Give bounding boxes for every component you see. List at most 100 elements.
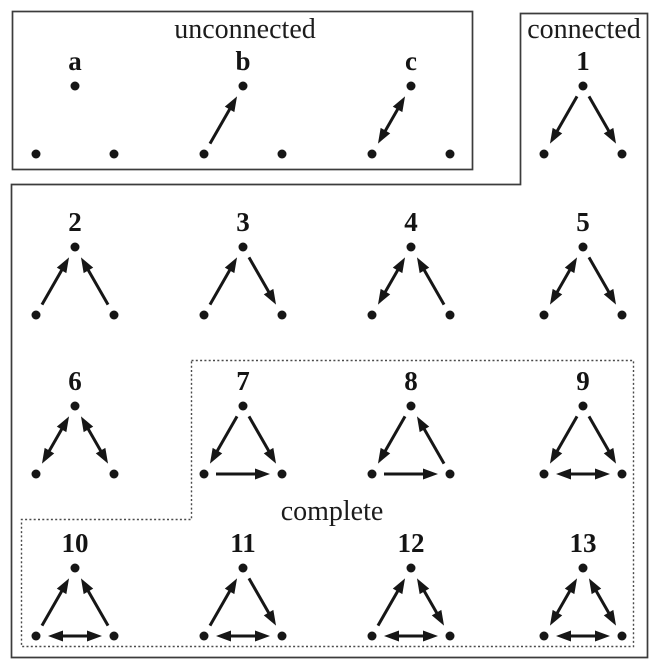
triad-label: a: [68, 46, 82, 76]
arrowhead: [392, 257, 406, 274]
arrowhead: [216, 630, 231, 642]
node-dot: [617, 469, 627, 479]
edge-arrow: [420, 424, 446, 465]
arrowhead: [87, 630, 102, 642]
arrowhead: [263, 447, 277, 464]
node-dot: [277, 469, 287, 479]
arrowhead: [549, 288, 563, 305]
triad-graph: [539, 401, 627, 480]
arrowhead: [416, 578, 430, 595]
triad-label: 13: [569, 528, 597, 558]
node-dot: [70, 401, 80, 411]
arrowhead: [209, 447, 223, 464]
edge-arrow: [247, 415, 273, 456]
arrowhead: [392, 96, 406, 113]
triad-graph: [31, 563, 119, 642]
arrowhead: [416, 416, 430, 433]
node-dot: [578, 81, 588, 91]
arrowhead: [416, 257, 430, 274]
triad-graph: [367, 401, 455, 480]
triad-3: 3: [178, 195, 308, 329]
node-dot: [70, 242, 80, 252]
node-dot: [199, 310, 209, 320]
node-dot: [406, 242, 416, 252]
arrowhead: [392, 578, 406, 595]
triad-graph: [199, 563, 287, 642]
arrowhead: [377, 288, 391, 305]
arrowhead: [56, 257, 70, 274]
node-dot: [31, 310, 41, 320]
arrowhead: [423, 468, 438, 480]
arrowhead: [556, 468, 571, 480]
node-dot: [109, 149, 119, 159]
triad-label: 10: [61, 528, 89, 558]
arrowhead: [549, 609, 563, 626]
connected-region-border: [10, 12, 649, 659]
triad-graph: [539, 242, 627, 320]
edge-arrow: [247, 577, 273, 618]
edge-arrow: [587, 415, 613, 456]
arrowhead: [603, 127, 617, 144]
triad-4: 4: [346, 195, 476, 329]
node-dot: [238, 81, 248, 91]
edge-arrow: [553, 95, 579, 136]
triad-label: c: [405, 46, 417, 76]
arrowhead: [56, 416, 70, 433]
node-dot: [109, 631, 119, 641]
arrowhead: [603, 609, 617, 626]
node-dot: [578, 563, 588, 573]
triad-graph: [199, 81, 287, 159]
node-dot: [406, 401, 416, 411]
triad-label: 6: [68, 366, 82, 396]
edge-arrow: [553, 586, 574, 618]
triad-graph: [539, 563, 627, 642]
triad-10: 10: [10, 516, 140, 650]
edge-arrow: [592, 586, 613, 618]
triad-graph: [199, 401, 287, 480]
triad-2: 2: [10, 195, 140, 329]
triad-graph: [31, 242, 119, 320]
edge-arrow: [208, 586, 234, 627]
arrowhead: [564, 578, 578, 595]
arrowhead: [423, 630, 438, 642]
unconnected-label: unconnected: [174, 14, 316, 45]
arrowhead: [263, 609, 277, 626]
arrowhead: [48, 630, 63, 642]
arrowhead: [80, 578, 94, 595]
arrowhead: [377, 127, 391, 144]
edge-arrow: [45, 424, 66, 456]
edge-arrow: [381, 104, 402, 136]
triad-label: 7: [236, 366, 250, 396]
arrowhead: [255, 630, 270, 642]
edge-arrow: [40, 265, 66, 306]
complete-label: complete: [280, 496, 384, 527]
node-dot: [578, 242, 588, 252]
arrowhead: [255, 468, 270, 480]
edge-arrow: [84, 265, 110, 306]
arrowhead: [595, 468, 610, 480]
unconnected-box-border: [11, 10, 474, 171]
triad-graph: [367, 563, 455, 642]
arrowhead: [224, 578, 238, 595]
arrowhead: [263, 288, 277, 305]
arrowhead: [588, 578, 602, 595]
triad-graph: [367, 242, 455, 320]
triad-label: 8: [404, 366, 418, 396]
triad-graph: [31, 81, 119, 159]
arrowhead: [549, 127, 563, 144]
arrowhead: [80, 416, 94, 433]
triad-11: 11: [178, 516, 308, 650]
triad-graph: [367, 81, 455, 159]
triad-label: 12: [397, 528, 425, 558]
edge-arrow: [376, 586, 402, 627]
triad-a: a: [10, 34, 140, 168]
triad-graph: [539, 81, 627, 159]
arrowhead: [80, 257, 94, 274]
edge-arrow: [84, 586, 110, 627]
triad-label: 1: [576, 46, 590, 76]
edge-arrow: [381, 415, 407, 456]
triad-graph: [31, 401, 119, 479]
node-dot: [70, 81, 80, 91]
